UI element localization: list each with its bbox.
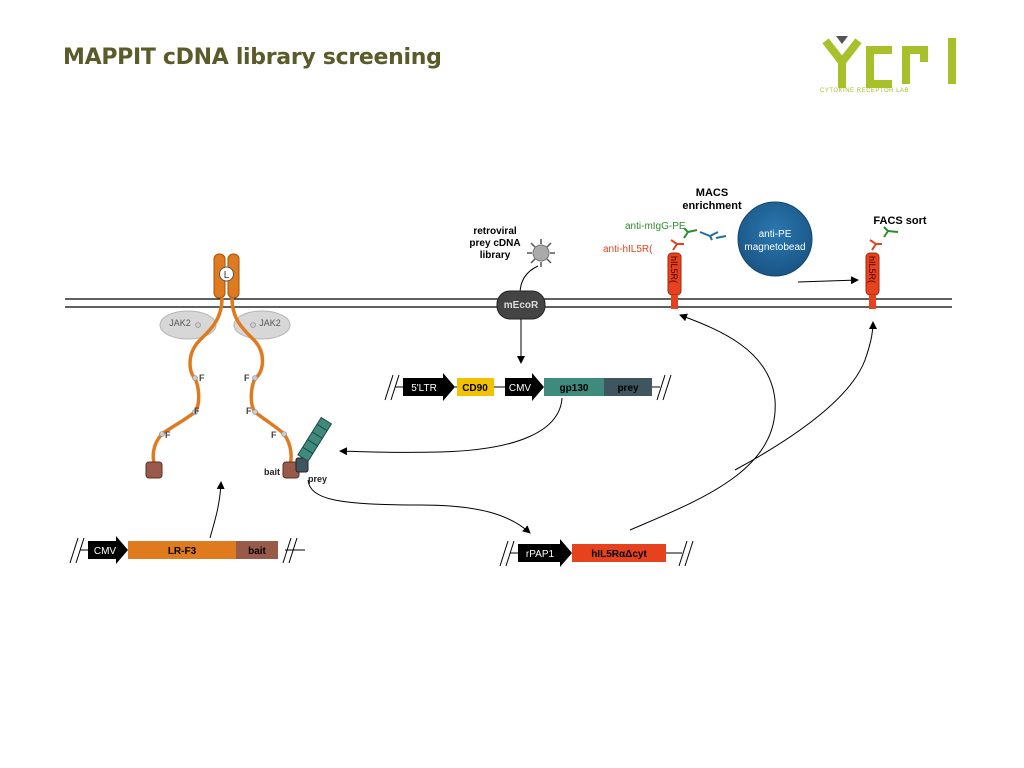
bait-segment-lrf3: LR-F3: [168, 546, 197, 557]
facs-anti-hil5r-icon: [869, 239, 882, 251]
virus-particle-icon: [527, 239, 555, 267]
bead-label-line2: magnetobead: [744, 242, 805, 253]
macs-title-line1: MACS: [696, 187, 728, 199]
retroviral-label-line1: retroviral: [473, 226, 517, 237]
retroviral-label-line2: prey cDNA: [469, 238, 520, 249]
anti-migg-label: anti-mIgG-PE: [625, 221, 686, 232]
facs-sort: FACS sort hIL5R(: [865, 215, 927, 309]
mecor-label: mEcoR: [504, 300, 539, 311]
bead-label-line1: anti-PE: [759, 229, 792, 240]
logo-subtitle: CYTOKINE RECEPTOR LAB: [820, 88, 909, 94]
prey-box: [295, 457, 309, 473]
anti-migg-antibody-icon: [683, 227, 698, 239]
chain-right: [230, 297, 293, 467]
ltr-arrow: [403, 373, 455, 401]
prey-label: prey: [308, 474, 327, 484]
receptor-end-left: [145, 461, 163, 479]
bait-segment-cmv: CMV: [94, 546, 117, 557]
rpap1-arrow: [518, 539, 572, 567]
f-label: F: [244, 373, 250, 383]
lrf3-box: [128, 541, 236, 559]
facs-title: FACS sort: [873, 215, 927, 227]
segment-cmv: CMV: [509, 383, 532, 394]
hil5r-receptor-facs-label: hIL5R(: [867, 256, 877, 283]
retroviral-library: retroviral prey cDNA library mEcoR: [469, 226, 555, 364]
reporter-construct: rPAP1 hIL5RαΔcyt: [499, 539, 694, 567]
jak2-left: [159, 310, 217, 340]
segment-ltr: 5'LTR: [411, 383, 437, 394]
receptor-complex: L JAK2 JAK2 F F F F F F bait: [145, 253, 333, 484]
segment-cd90: CD90: [462, 383, 488, 394]
phospho-sites: [159, 322, 287, 437]
bait-construct: CMV LR-F3 bait: [69, 536, 305, 564]
chain-left: [151, 297, 224, 467]
reporter-segment-hil5r: hIL5RαΔcyt: [591, 549, 647, 560]
facs-anti-migg-icon: [883, 226, 899, 238]
f-label: F: [199, 373, 205, 383]
macs-enrichment: MACS enrichment anti-mIgG-PE anti-hIL5R(…: [603, 187, 813, 309]
ligand-circle: [219, 266, 234, 282]
cmv-arrow: [505, 373, 544, 401]
f-label: F: [271, 430, 277, 440]
anti-pe-antibody-icon: [699, 231, 727, 241]
bait-segment-box: [236, 541, 278, 559]
crl-logo: CYTOKINE RECEPTOR LAB: [820, 36, 956, 94]
hil5r-box: [572, 544, 666, 562]
bait-label: bait: [264, 467, 280, 477]
bait-segment-bait: bait: [248, 546, 266, 557]
segment-prey: prey: [617, 383, 639, 394]
gp130-box: [544, 378, 604, 396]
bait-cmv-arrow: [88, 536, 128, 564]
f-labels: F F F F F F: [165, 373, 277, 440]
anti-hil5r-label: anti-hIL5R(: [603, 244, 653, 255]
cd90-box: [457, 378, 494, 396]
gp130-fragment: [297, 416, 333, 462]
anti-hil5r-antibody-icon: [670, 239, 684, 251]
f-label: F: [194, 406, 200, 416]
prey-construct: 5'LTR CD90 CMV gp130 prey: [384, 373, 672, 401]
f-label: F: [165, 430, 171, 440]
hil5r-receptor-macs-label: hIL5R(: [669, 256, 679, 283]
magnetobead: [737, 201, 813, 277]
logo-mark: [822, 38, 862, 88]
jak2-right-label: JAK2: [259, 318, 281, 328]
reporter-segment-rpap1: rPAP1: [526, 549, 555, 560]
f-label: F: [246, 406, 252, 416]
retroviral-label-line3: library: [480, 250, 511, 261]
macs-title-line2: enrichment: [682, 200, 742, 212]
ligand-label: L: [224, 270, 230, 281]
jak2-left-label: JAK2: [169, 318, 191, 328]
prey-segment-box: [604, 378, 652, 396]
page-title: MAPPIT cDNA library screening: [63, 45, 442, 70]
segment-gp130: gp130: [560, 383, 589, 394]
